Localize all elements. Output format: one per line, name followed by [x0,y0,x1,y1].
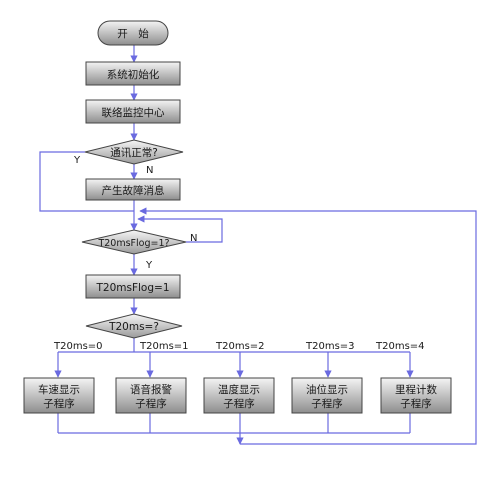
case2-value: T20ms=2 [215,341,265,352]
return-loop [139,207,477,445]
case3-value: T20ms=3 [305,341,355,352]
comm-yes-line [39,151,134,212]
monitor-label: 联络监控中心 [102,106,165,119]
connector-lines [39,45,477,445]
flag-yes-label: Y [145,260,153,271]
case1-line1: 语音报警 [130,383,172,396]
case3-line1: 油位显示 [306,383,348,396]
case2-line1: 温度显示 [218,383,260,396]
case2-line2: 子程序 [223,397,255,410]
flag-set-label: T20msFlog=1 [96,282,170,294]
case0-value: T20ms=0 [53,341,103,352]
case4-box: 里程计数 子程序 [380,377,452,414]
comm-check-label: 通讯正常? [110,146,158,159]
switch-label: T20ms=? [108,321,159,333]
monitor-box: 联络监控中心 [85,99,181,124]
case0-box: 车速显示 子程序 [23,377,95,414]
case2-box: 温度显示 子程序 [203,377,275,414]
case4-line2: 子程序 [400,397,432,410]
case0-line2: 子程序 [43,397,75,410]
case3-box: 油位显示 子程序 [291,377,363,414]
comm-no-label: N [146,165,153,176]
switch-diamond: T20ms=? [85,313,183,339]
case1-line2: 子程序 [135,397,167,410]
fault-box: 产生故障消息 [85,178,181,201]
flag-no-loop [137,215,223,243]
start-node: 开 始 [97,20,169,46]
case4-line1: 里程计数 [395,383,437,396]
case0-line1: 车速显示 [38,383,80,396]
init-label: 系统初始化 [107,68,160,81]
case1-box: 语音报警 子程序 [115,377,187,414]
flag-check-label: T20msFlog=1? [97,238,169,249]
fault-label: 产生故障消息 [102,184,165,197]
flag-no-label: N [190,233,197,244]
flag-check-diamond: T20msFlog=1? [81,229,187,255]
comm-check-diamond: 通讯正常? [84,139,184,165]
case3-line2: 子程序 [311,397,343,410]
case4-value: T20ms=4 [375,341,425,352]
flag-set-box: T20msFlog=1 [85,274,181,299]
comm-yes-label: Y [73,155,81,166]
init-box: 系统初始化 [85,61,181,86]
case1-value: T20ms=1 [139,341,189,352]
start-label: 开 始 [117,27,149,40]
